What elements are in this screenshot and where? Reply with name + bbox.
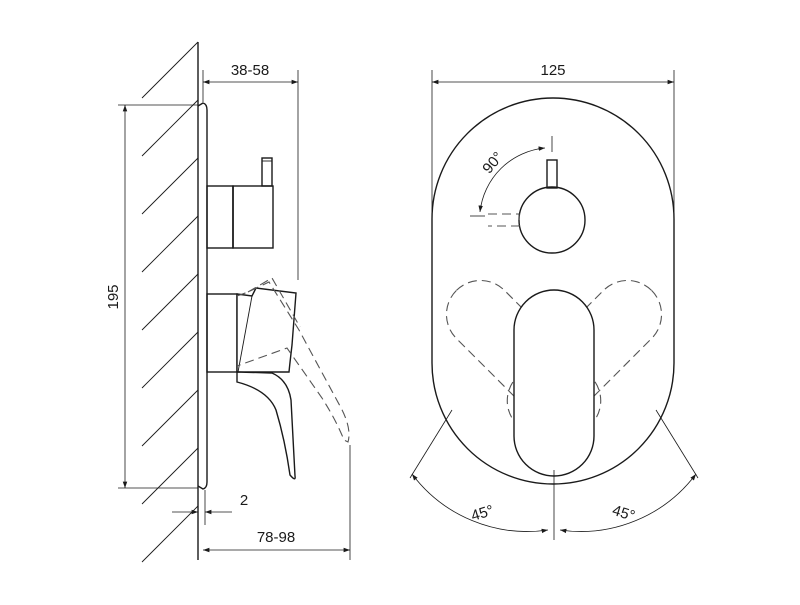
label-plate-thickness: 2 <box>240 492 248 509</box>
dim-height <box>118 104 198 489</box>
side-view: 38-58 195 2 78-98 <box>105 41 351 563</box>
cover-plate <box>197 102 208 490</box>
side-lever-dashed <box>236 277 350 443</box>
side-lever <box>206 287 297 480</box>
label-depth-top: 38-58 <box>231 62 269 79</box>
label-depth-bottom: 78-98 <box>257 529 295 546</box>
side-knob <box>206 157 274 249</box>
label-lever-angle-right: 45° <box>610 502 637 525</box>
dim-depth-bottom <box>203 445 351 560</box>
dim-depth-top <box>202 70 299 280</box>
knob-rotation-indicator <box>470 136 553 217</box>
label-height: 195 <box>105 284 122 309</box>
front-cover-plate <box>431 97 675 485</box>
label-width: 125 <box>540 62 565 79</box>
wall-hatching <box>141 41 199 563</box>
label-lever-angle-left: 45° <box>469 502 496 525</box>
lever-angle-indicator <box>409 409 699 540</box>
dim-width <box>431 70 675 212</box>
front-lever <box>513 289 595 477</box>
front-knob <box>488 159 586 254</box>
label-knob-rotation: 90° <box>479 149 507 177</box>
dim-plate-thickness <box>172 490 232 525</box>
front-view: 125 90° 45° 45° <box>409 62 699 540</box>
